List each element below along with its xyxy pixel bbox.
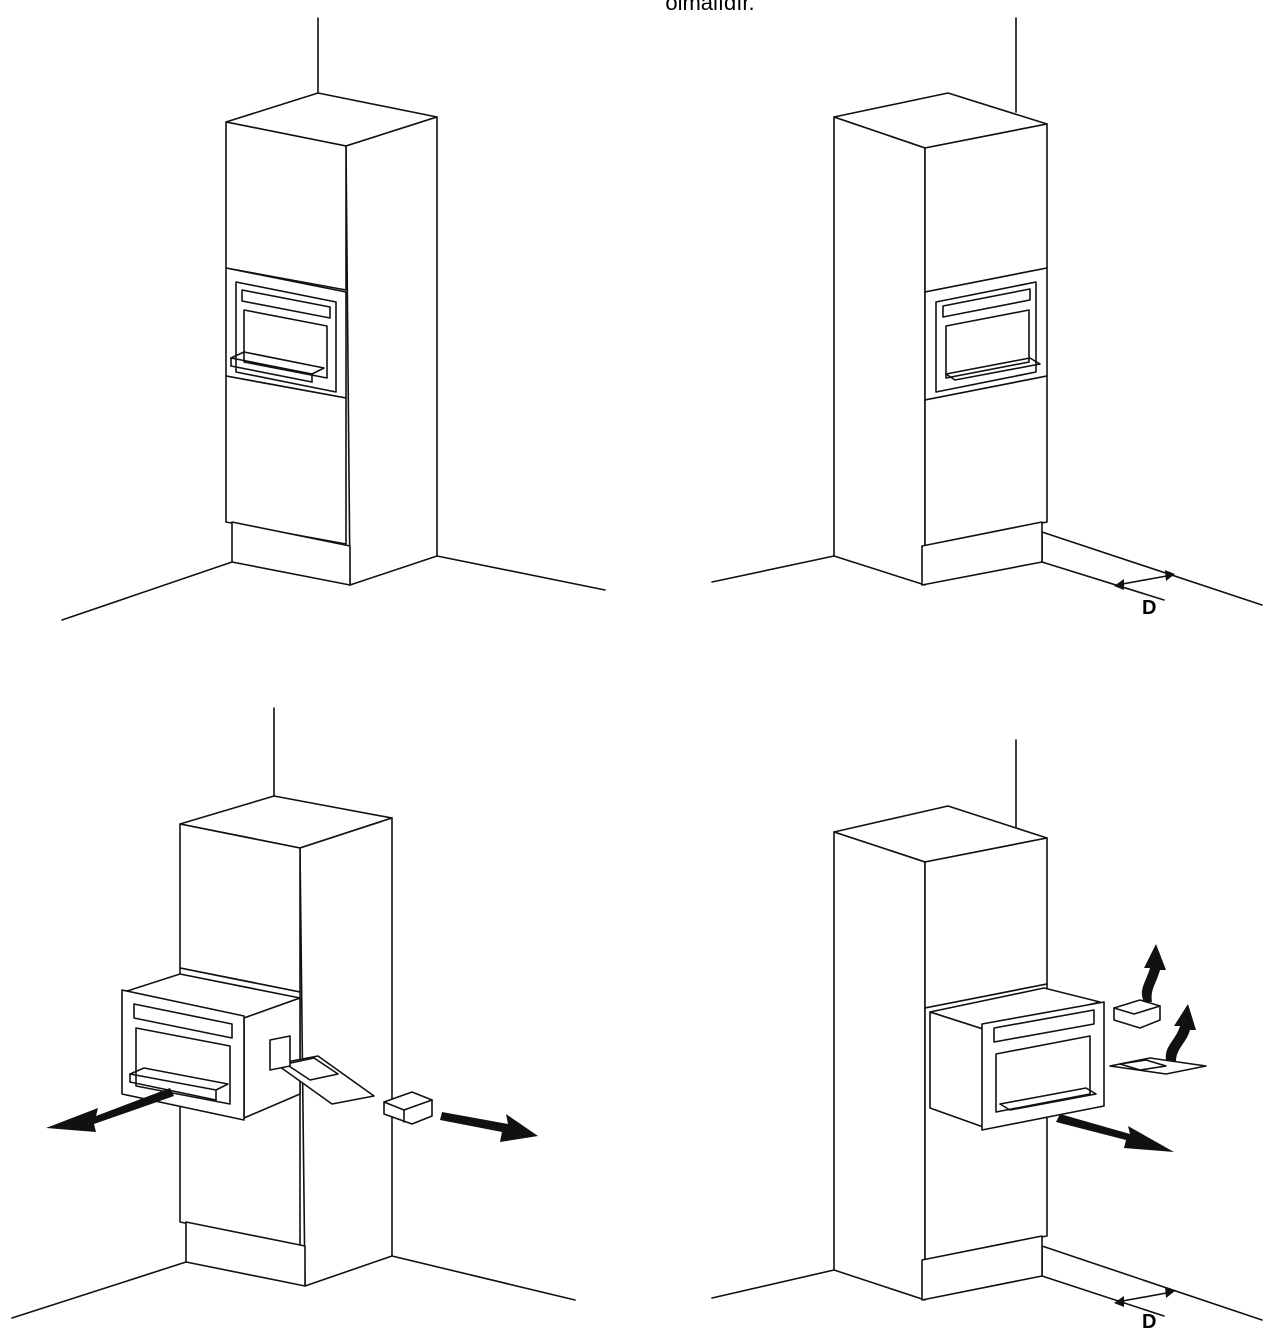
floor-line-left — [711, 1269, 835, 1299]
oven-control-panel — [942, 288, 1031, 318]
dimension-arrow-d — [1116, 574, 1173, 586]
oven-tray — [999, 1087, 1097, 1111]
oven-control-panel — [241, 289, 331, 319]
floor-gap-line — [1041, 1275, 1165, 1317]
plinth — [921, 1235, 1043, 1301]
panel-bottom-right: D — [711, 739, 1263, 1332]
oven-frame — [935, 281, 1037, 393]
plinth — [921, 521, 1043, 586]
floor-line-right — [1041, 531, 1263, 606]
floor-line-left — [11, 1261, 187, 1319]
upper-door — [179, 823, 301, 993]
cabinet-side — [299, 817, 393, 1287]
oven-tray — [129, 1067, 229, 1091]
oven-window — [995, 1035, 1091, 1113]
oven-box-side — [929, 1011, 987, 1129]
oven-window — [243, 309, 328, 379]
upper-door — [225, 121, 347, 291]
oven-window — [945, 309, 1030, 379]
dimension-label-d: D — [1142, 1311, 1156, 1332]
screw-block — [1113, 999, 1161, 1029]
upper-door — [924, 837, 1048, 1009]
floor-gap-line — [1041, 561, 1165, 601]
dimension-label-d: D — [1142, 597, 1156, 619]
panel-bottom-left — [11, 707, 576, 1319]
cabinet-side — [833, 116, 926, 586]
pull-out-arrow-right — [1056, 1114, 1174, 1152]
panel-top-left — [61, 17, 606, 621]
oven-control-panel — [133, 1003, 233, 1039]
cabinet-side — [833, 831, 926, 1301]
cabinet-side — [345, 116, 438, 586]
bracket-plate — [269, 1035, 291, 1071]
dimension-arrow-d — [1116, 1291, 1173, 1303]
lift-arrow-screw — [1141, 944, 1166, 1002]
oven-window — [135, 1027, 231, 1105]
remove-arrow-right — [440, 1112, 538, 1142]
oven-tray — [945, 357, 1041, 381]
floor-line-left — [711, 555, 835, 583]
plinth — [231, 521, 351, 586]
caption-text: olmalıdır. — [665, 0, 755, 15]
lower-door — [924, 375, 1048, 547]
floor-line-left — [61, 561, 233, 621]
floor-line-right — [1041, 1245, 1263, 1321]
floor-line-right — [391, 1255, 576, 1301]
floor-line-right — [436, 555, 606, 591]
oven-control-panel — [993, 1009, 1095, 1043]
panel-top-right: D — [711, 17, 1263, 619]
plinth — [185, 1221, 306, 1287]
pull-out-arrow-left — [46, 1088, 174, 1132]
lower-door — [225, 375, 347, 545]
lift-arrow-bracket — [1165, 1004, 1196, 1062]
bracket-rail — [275, 1055, 375, 1105]
upper-door — [924, 123, 1048, 293]
oven-tray — [230, 351, 325, 375]
